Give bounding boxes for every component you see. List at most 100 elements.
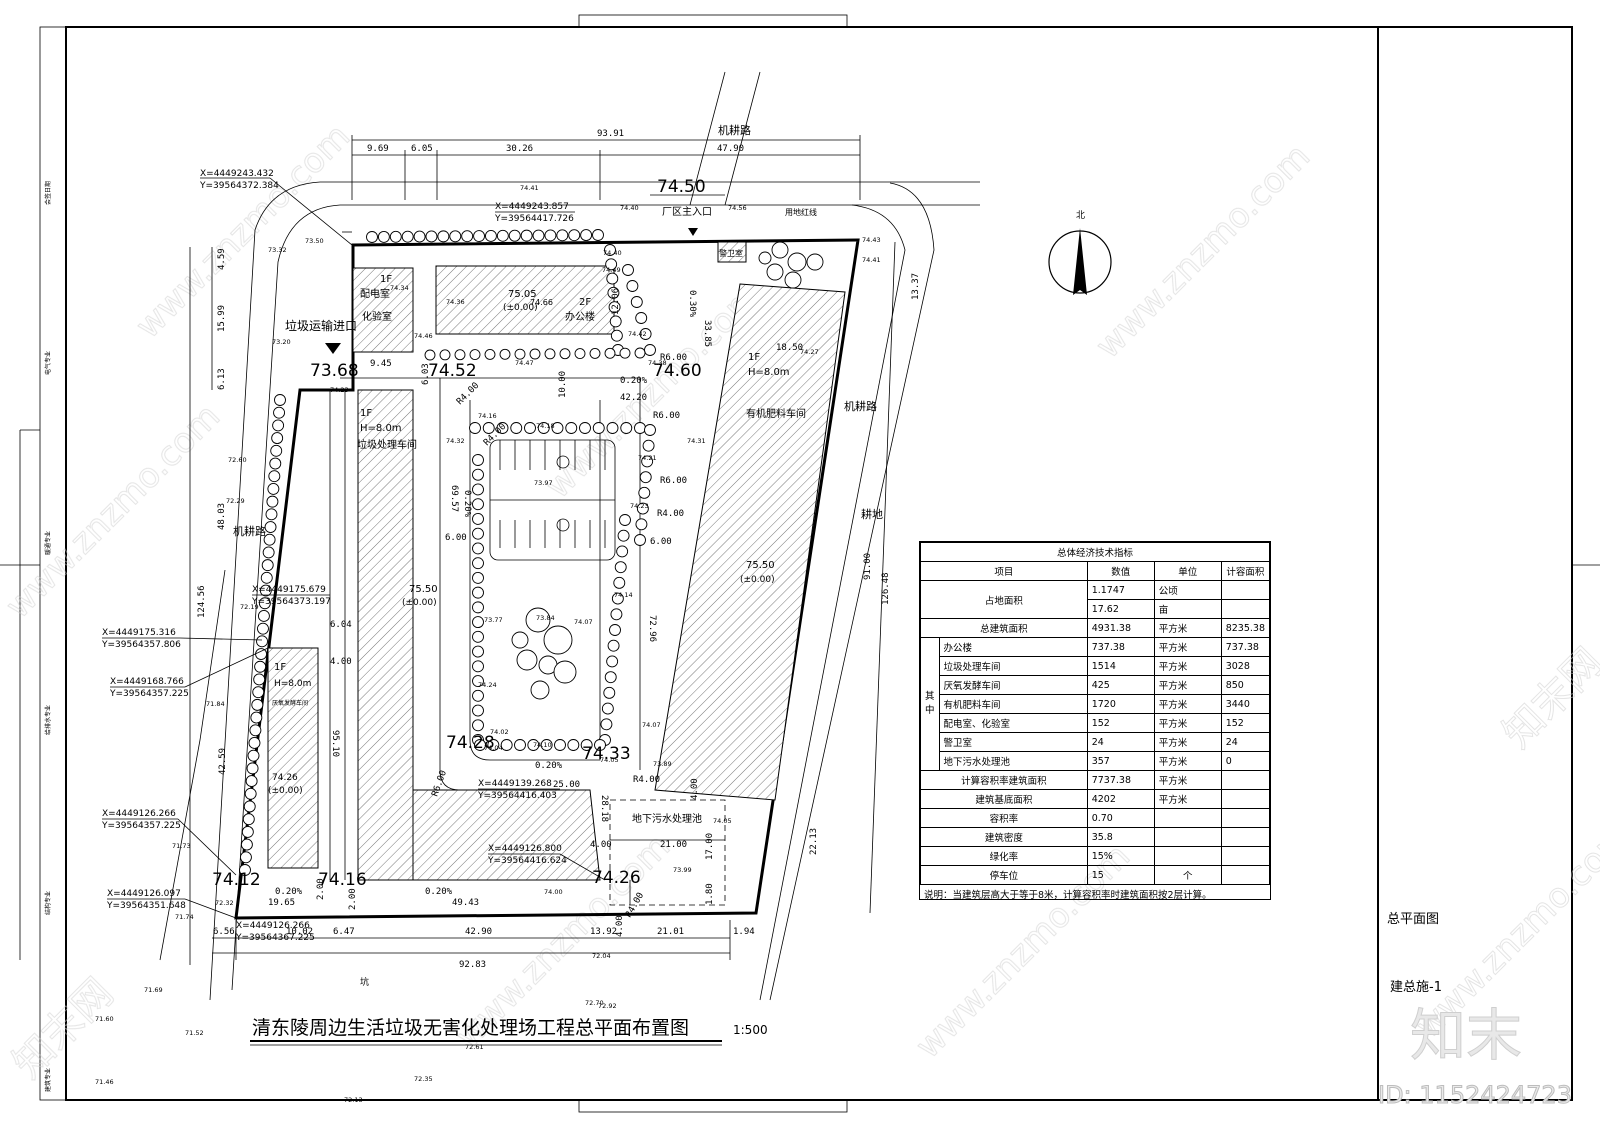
- coord-10x: X=4449126.266: [236, 921, 310, 931]
- spot: 74.49: [602, 266, 621, 274]
- side-field: 建筑专业: [44, 1068, 52, 1092]
- tree: [567, 739, 580, 751]
- road-label-right: 机耕路: [844, 399, 877, 413]
- parking-stalls: [499, 440, 606, 548]
- spot: 74.40: [603, 249, 622, 257]
- table-row: 配电室、化验室 152 平方米 152: [921, 713, 1271, 733]
- spot: 72.04: [592, 952, 611, 960]
- office-zero: (±0.00): [503, 303, 538, 313]
- spot: 74.07: [574, 618, 593, 626]
- tree: [366, 231, 378, 243]
- table-row: 建筑基底面积 4202 平方米: [920, 789, 1271, 809]
- tree: [806, 253, 824, 271]
- tree: [251, 698, 264, 711]
- tree: [592, 422, 605, 434]
- spot: 74.24: [478, 681, 497, 689]
- tree: [261, 559, 274, 572]
- tree: [264, 521, 277, 533]
- dim-top-1: 9.69: [367, 144, 389, 154]
- spot-levels: 74.41 74.40 74.56 74.43 74.41 73.50 73.3…: [95, 184, 881, 1104]
- slope-6: 0.20%: [425, 887, 453, 897]
- coordinate-labels: X=4449243.432 Y=39564372.384 X=4449243.8…: [101, 169, 606, 943]
- waste-processing-workshop-b: [412, 789, 601, 881]
- dim-in-3: 12.06: [611, 288, 621, 315]
- tree: [472, 675, 484, 688]
- elev-74-28: 74.28: [446, 733, 495, 753]
- radius-5: R6.00: [660, 476, 687, 486]
- waste-shop-zero: (±0.00): [402, 598, 437, 608]
- tree: [619, 514, 631, 526]
- spot: 72.61: [465, 1043, 484, 1051]
- tree: [544, 229, 557, 242]
- dim-in-2: 6.03: [421, 363, 431, 385]
- tree: [472, 571, 484, 584]
- slope-3: 0.20%: [462, 490, 472, 518]
- coord-7y: Y=39564357.225: [101, 821, 181, 831]
- coord-6x: X=4449139.268: [478, 779, 552, 789]
- organic-zero: (±0.00): [740, 575, 775, 585]
- table-row: 容积率 0.70: [920, 808, 1271, 828]
- tree: [556, 229, 569, 242]
- dim-left-1: 4.59: [217, 248, 227, 270]
- spot: 73.97: [534, 479, 553, 487]
- tree: [604, 671, 617, 684]
- spot: 74.43: [862, 236, 881, 244]
- internal-roads: [329, 377, 726, 906]
- tree: [244, 787, 257, 800]
- tree: [473, 230, 486, 243]
- tree: [449, 230, 462, 243]
- spot: 72.92: [598, 1002, 617, 1010]
- organic-level: 75.50: [746, 560, 775, 571]
- tree: [257, 622, 269, 635]
- tree: [472, 512, 484, 525]
- table-title: 总体经济技术指标: [920, 542, 1270, 562]
- tree: [472, 542, 484, 555]
- table-row: 垃圾处理车间 1514 平方米 3028: [921, 656, 1271, 676]
- tree: [568, 229, 581, 242]
- radius-8: R4.00: [633, 775, 660, 785]
- spot: 72.60: [228, 456, 247, 464]
- dim-in-7: 6.00: [445, 533, 467, 543]
- tree: [437, 230, 450, 243]
- table-row: 17.62 亩: [921, 599, 1271, 619]
- waste-entrance-label: 垃圾运输进口: [285, 318, 357, 333]
- spot: 71.74: [175, 913, 194, 921]
- tree: [551, 422, 564, 434]
- spot: 72.32: [215, 899, 234, 907]
- tree: [639, 471, 652, 484]
- waste-shop-height: H=8.0m: [360, 423, 402, 434]
- table-note: 说明：当建筑层高大于等于8米，计算容积率时建筑面积按2层计算。: [924, 890, 1212, 901]
- tree: [580, 229, 593, 242]
- tree: [461, 230, 474, 243]
- tree: [259, 584, 272, 597]
- anaerobic-workshop: [267, 647, 319, 869]
- side-field: 暖通专业: [44, 531, 52, 555]
- spot: 74.05: [600, 756, 619, 764]
- tree: [389, 230, 402, 243]
- coord-9y: Y=39564351.648: [106, 901, 186, 911]
- tree: [268, 470, 281, 483]
- tree: [482, 422, 495, 434]
- dim-left-4: 48.03: [217, 503, 227, 530]
- tree: [634, 347, 646, 359]
- inner-dimensions: 9.45 6.03 12.06 33.85 10.00 42.20 6.00 6…: [316, 288, 803, 937]
- tree: [472, 689, 484, 702]
- tree: [784, 271, 802, 289]
- tree: [634, 422, 646, 434]
- spot: 72.70: [585, 999, 604, 1007]
- trees: [239, 229, 824, 876]
- tree: [608, 301, 621, 314]
- tree: [252, 686, 265, 699]
- spot: 74.38: [648, 359, 667, 367]
- tree: [532, 229, 545, 242]
- elev-74-50: 74.50: [657, 177, 706, 197]
- radius-1: R6.00: [660, 353, 687, 363]
- table-row: 有机肥料车间 1720 平方米 3440: [921, 694, 1271, 714]
- watermark-id: ID: 1152424723: [1378, 1081, 1572, 1109]
- road-label-field: 耕地: [861, 507, 883, 521]
- tree: [514, 739, 526, 751]
- anaerobic-level: 74.26: [272, 773, 298, 783]
- spot: 74.02: [490, 728, 509, 736]
- side-field: 给排水专业: [44, 705, 52, 735]
- tree: [554, 739, 566, 751]
